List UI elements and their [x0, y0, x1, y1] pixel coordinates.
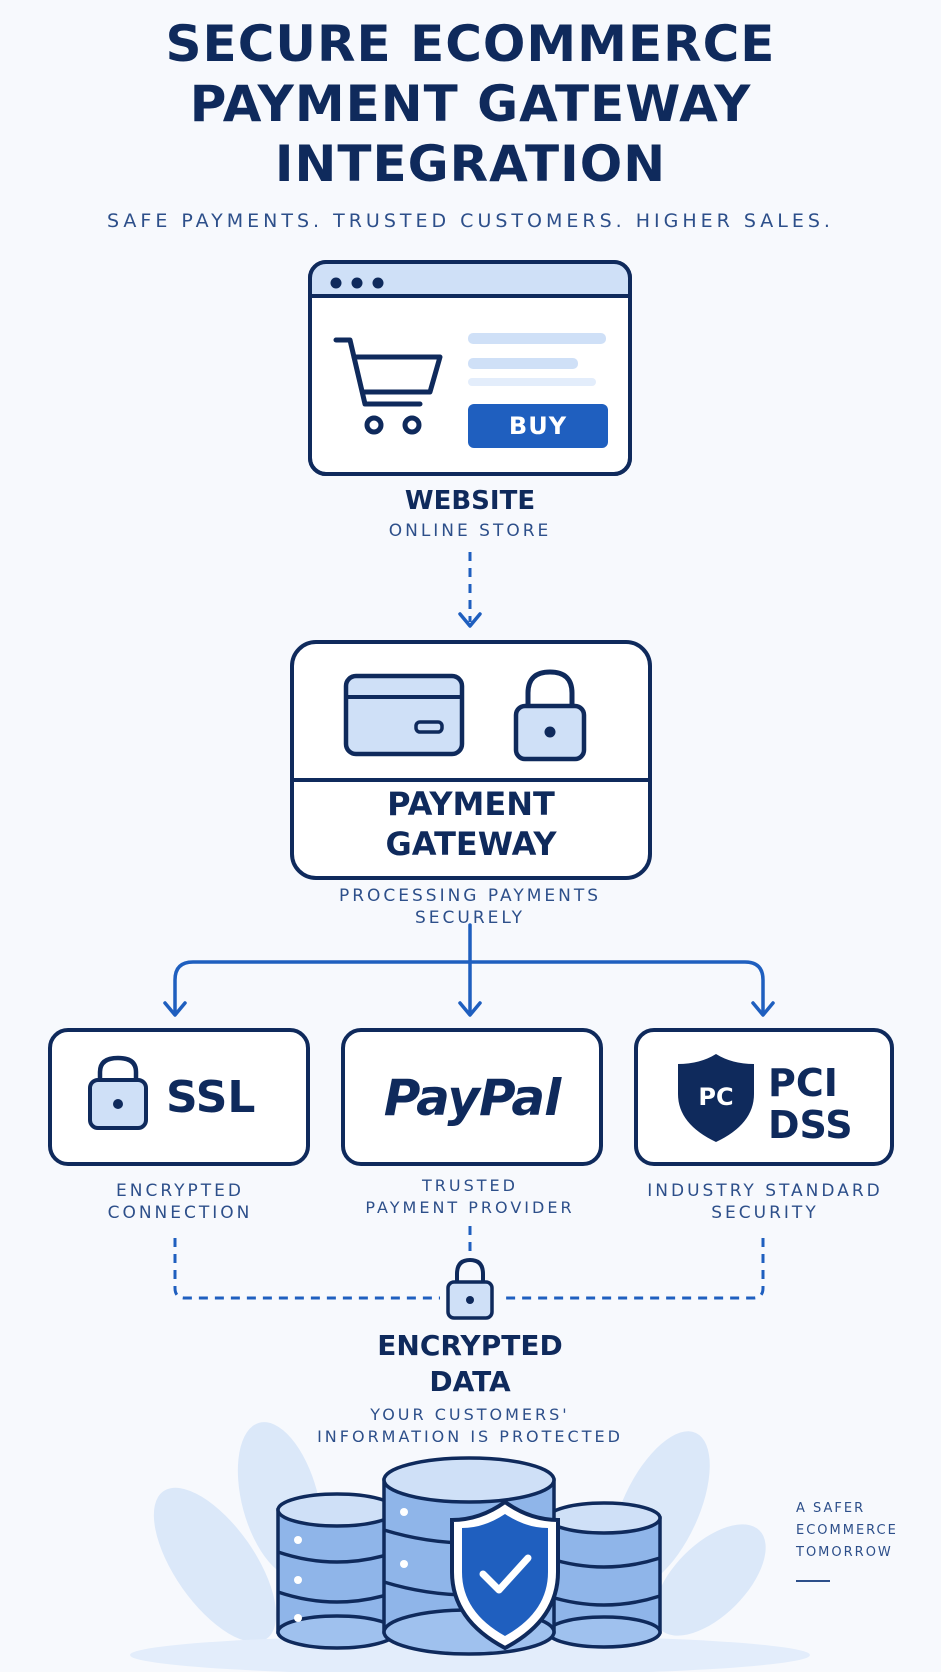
payment-gateway-box: [290, 640, 652, 880]
pci-caption-line-1: INDUSTRY STANDARD: [647, 1181, 883, 1201]
check-icon: [479, 1554, 532, 1594]
website-subtitle: ONLINE STORE: [388, 521, 552, 541]
paypal-caption: TRUSTED PAYMENT PROVIDER: [330, 1175, 610, 1219]
encrypted-caption-line-1: YOUR CUSTOMERS': [370, 1405, 570, 1424]
encrypted-data-caption: YOUR CUSTOMERS' INFORMATION IS PROTECTED: [270, 1404, 670, 1448]
page-subtitle: SAFE PAYMENTS. TRUSTED CUSTOMERS. HIGHER…: [107, 210, 834, 232]
card-icon: [343, 673, 465, 757]
gateway-title-line-2: GATEWAY: [385, 825, 557, 863]
pci-label-line-1: PCI: [768, 1061, 838, 1105]
lock-icon: [446, 1257, 494, 1320]
cart-icon: [333, 337, 443, 435]
window-dot-icon: [372, 277, 384, 289]
encrypted-title-line-2: DATA: [429, 1365, 511, 1398]
title-line-1: SECURE ECOMMERCE: [165, 15, 776, 73]
title-line-3: INTEGRATION: [274, 135, 667, 193]
buy-button[interactable]: BUY: [468, 404, 608, 448]
paypal-caption-line-2: PAYMENT PROVIDER: [365, 1198, 575, 1217]
window-dot-icon: [351, 277, 363, 289]
pci-caption-line-2: SECURITY: [711, 1203, 819, 1223]
text-placeholder-line: [468, 333, 606, 344]
shield-icon: [450, 1499, 560, 1651]
lock-icon: [513, 669, 587, 762]
ssl-box: [48, 1028, 310, 1166]
gateway-title-line-1: PAYMENT: [387, 785, 555, 823]
paypal-box: [341, 1028, 603, 1166]
encrypted-data-title: ENCRYPTED DATA: [320, 1328, 620, 1400]
paypal-caption-line-1: TRUSTED: [422, 1176, 518, 1195]
window-dot-icon: [330, 277, 342, 289]
pci-shield-text: PC: [698, 1083, 734, 1111]
tagline-line-1: A SAFER: [796, 1501, 866, 1516]
text-placeholder-line: [468, 378, 596, 386]
encrypted-caption-line-2: INFORMATION IS PROTECTED: [317, 1427, 623, 1446]
shield-icon: [678, 1054, 754, 1142]
ssl-caption-line-1: ENCRYPTED: [116, 1181, 244, 1201]
encryption-dashed-lines: [173, 1226, 765, 1300]
ssl-label: SSL: [166, 1072, 256, 1123]
pci-dss-box: [634, 1028, 894, 1166]
pci-dss-label: PCI DSS: [768, 1062, 853, 1146]
pci-caption: INDUSTRY STANDARD SECURITY: [620, 1180, 910, 1224]
tagline-line-3: TOMORROW: [796, 1545, 893, 1560]
website-title: WEBSITE: [404, 486, 536, 516]
ssl-caption-line-2: CONNECTION: [107, 1203, 253, 1223]
branch-connectors: [163, 923, 775, 1017]
page-title: SECURE ECOMMERCE PAYMENT GATEWAY INTEGRA…: [0, 14, 941, 194]
tagline-line-2: ECOMMERCE: [796, 1523, 898, 1538]
paypal-logo: PayPal: [383, 1069, 562, 1127]
encrypted-title-line-1: ENCRYPTED: [377, 1329, 563, 1362]
pci-label-line-2: DSS: [768, 1103, 853, 1147]
gateway-caption: PROCESSING PAYMENTS SECURELY: [270, 885, 670, 929]
gateway-caption-line-2: SECURELY: [415, 908, 525, 928]
ssl-caption: ENCRYPTED CONNECTION: [40, 1180, 320, 1224]
gateway-caption-line-1: PROCESSING PAYMENTS: [338, 886, 602, 906]
title-line-2: PAYMENT GATEWAY: [189, 75, 752, 133]
lock-icon: [88, 1055, 148, 1130]
gateway-title: PAYMENT GATEWAY: [292, 784, 650, 864]
tagline: A SAFER ECOMMERCE TOMORROW: [796, 1498, 898, 1564]
text-placeholder-line: [468, 358, 578, 369]
